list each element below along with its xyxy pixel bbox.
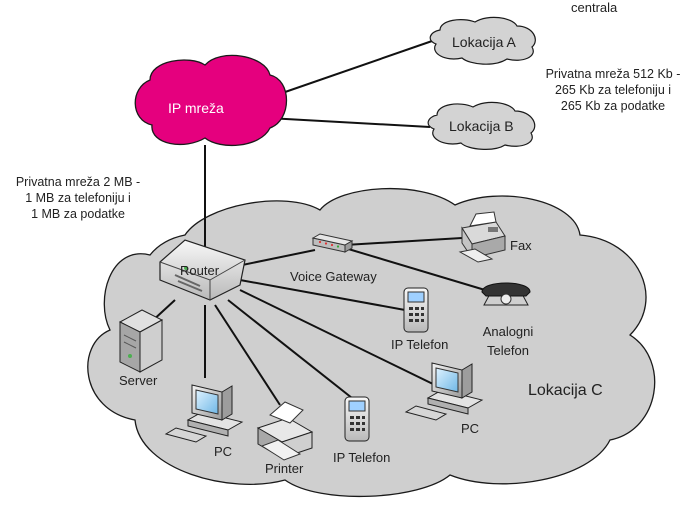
- location-c-label: Lokacija C: [528, 382, 603, 399]
- svg-text:Telefon: Telefon: [487, 343, 529, 358]
- svg-text:Privatna mreža 2 MB -: Privatna mreža 2 MB -: [16, 175, 140, 189]
- ip-phone-right-label: IP Telefon: [391, 337, 448, 352]
- pc-right-label: PC: [461, 421, 479, 436]
- remote-link-note: Privatna mreža 512 Kb - 265 Kb za telefo…: [546, 67, 681, 113]
- location-a-cloud: [429, 16, 536, 65]
- centrala-label: centrala: [571, 0, 618, 15]
- link-ip-to-location-a: [261, 39, 436, 101]
- pc-left-icon: [164, 384, 244, 443]
- router-label: Router: [180, 263, 220, 278]
- location-b-label: Lokacija B: [449, 118, 514, 134]
- fax-icon: [458, 211, 506, 263]
- link-ip-to-location-b: [267, 117, 431, 128]
- ip-phone-bottom-icon: [344, 396, 370, 442]
- svg-text:1 MB za telefoniju i: 1 MB za telefoniju i: [25, 191, 131, 205]
- svg-text:265 Kb za telefoniju i: 265 Kb za telefoniju i: [555, 83, 671, 97]
- ip-phone-bottom-label: IP Telefon: [333, 450, 390, 465]
- location-b-cloud: [427, 101, 536, 150]
- ip-phone-right-icon: [403, 287, 429, 333]
- ip-network-label: IP mreža: [168, 100, 224, 116]
- svg-text:Analogni: Analogni: [483, 324, 534, 339]
- lan-links: [149, 237, 486, 406]
- printer-icon: [256, 401, 314, 461]
- svg-text:265 Kb za podatke: 265 Kb za podatke: [561, 99, 665, 113]
- server-icon: [118, 309, 164, 373]
- ip-network-cloud: [134, 54, 288, 147]
- svg-text:Privatna mreža 512 Kb -: Privatna mreža 512 Kb -: [546, 67, 681, 81]
- voice-gateway-label: Voice Gateway: [290, 269, 377, 284]
- pc-left-label: PC: [214, 444, 232, 459]
- analog-phone-label: Analogni Telefon: [483, 324, 534, 358]
- router-icon: [159, 239, 246, 301]
- main-link-note: Privatna mreža 2 MB - 1 MB za telefoniju…: [16, 175, 140, 221]
- pc-right-icon: [404, 362, 484, 421]
- printer-label: Printer: [265, 461, 304, 476]
- analog-phone-icon: [481, 282, 531, 306]
- voice-gateway-icon: [311, 233, 354, 253]
- svg-text:1 MB za podatke: 1 MB za podatke: [31, 207, 125, 221]
- location-a-label: Lokacija A: [452, 34, 516, 50]
- server-label: Server: [119, 373, 158, 388]
- fax-label: Fax: [510, 238, 532, 253]
